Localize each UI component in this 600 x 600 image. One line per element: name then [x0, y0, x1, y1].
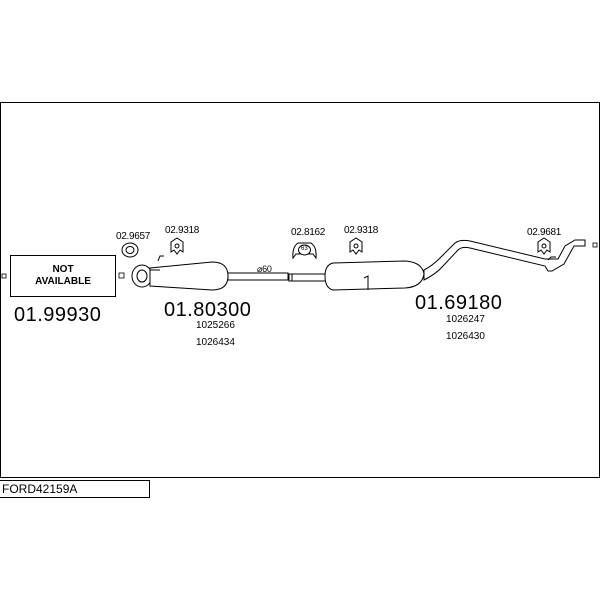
diagram-title: FORD42159A	[0, 480, 150, 498]
accessory-code-4: 02.9318	[344, 225, 379, 236]
rubber-hanger-icon-3	[537, 237, 551, 255]
oe-ref-front-1: 1025266	[196, 320, 235, 331]
front-silencer	[131, 255, 289, 291]
part-number-front-silencer: 01.80300	[164, 299, 252, 321]
oe-ref-rear-2: 1026430	[446, 331, 485, 342]
not-available-line2: AVAILABLE	[35, 276, 91, 287]
ring-gasket-icon	[121, 242, 139, 258]
rubber-hanger-icon-2	[349, 237, 363, 255]
pipe-diameter-label: ⌀60	[257, 264, 272, 274]
part-number-rear-silencer: 01.69180	[415, 292, 503, 314]
clamp-icon	[292, 242, 317, 260]
inlet-marker	[118, 272, 125, 279]
oe-ref-rear-1: 1026247	[446, 314, 485, 325]
accessory-code-5: 02.9681	[527, 227, 562, 238]
part-number-not-available: 01.99930	[14, 304, 102, 326]
right-end-marker	[592, 242, 598, 248]
accessory-code-3: 02.8162	[291, 227, 326, 238]
oe-ref-front-2: 1026434	[196, 337, 235, 348]
rear-silencer	[288, 239, 586, 291]
rubber-hanger-icon	[170, 237, 184, 255]
accessory-code-1: 02.9657	[116, 231, 151, 242]
left-end-marker	[1, 273, 7, 279]
not-available-box: NOT AVAILABLE	[10, 255, 116, 297]
clamp-label: 63	[301, 246, 308, 252]
accessory-code-2: 02.9318	[165, 225, 200, 236]
not-available-line1: NOT	[52, 264, 74, 275]
